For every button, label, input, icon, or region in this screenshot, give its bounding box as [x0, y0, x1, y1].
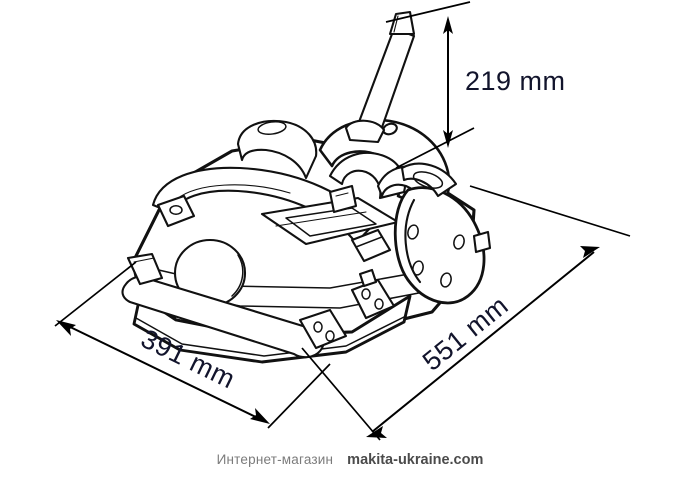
rail-foot-left-line: [133, 257, 155, 263]
ext-line-391-right: [267, 363, 331, 429]
belt-cover-lip-hole: [412, 171, 444, 189]
watermark: Интернет-магазин makita-ukraine.com: [0, 451, 700, 469]
dimension-height-219: 219 mm: [385, 1, 566, 169]
stub-post: [358, 268, 378, 288]
base-shoe-front-edge: [135, 315, 407, 357]
depth-lever-arm: [354, 30, 416, 135]
rear-foot-bolt-1: [361, 288, 371, 300]
arrow-head-219-bottom: [443, 130, 453, 148]
watermark-shop-label: Интернет-магазин: [216, 452, 334, 467]
depth-lever-knob: [388, 10, 416, 36]
belt-cover-inner-edge: [404, 198, 422, 284]
product-illustration: [121, 10, 492, 364]
drum-bracket: [328, 184, 358, 214]
rear-barrel: [236, 120, 318, 180]
ext-line-391-left: [54, 261, 137, 327]
ext-line-219-bottom: [395, 127, 475, 169]
handle-mount-right-line: [355, 236, 383, 248]
depth-lever-base: [344, 119, 386, 144]
belt-cover-screw-4: [440, 272, 452, 288]
ext-line-551-bottom: [301, 347, 381, 441]
rail-foot-right-bolt-1: [313, 321, 323, 333]
belt-cover-screw-2: [412, 260, 424, 276]
dimension-label-219: 219 mm: [465, 66, 566, 96]
arrow-head-391-left: [56, 320, 76, 336]
rear-foot-bolt-2: [374, 298, 384, 310]
arrow-head-551-top: [580, 246, 600, 258]
ext-line-551-right: [469, 185, 631, 237]
rail-foot-right-bolt-2: [325, 330, 335, 342]
ext-line-219-top: [385, 1, 471, 23]
top-plate-rib: [275, 211, 367, 227]
dim-line-391: [63, 323, 263, 421]
pulley-cap-shadow: [231, 254, 244, 297]
front-handle-inner-line: [176, 184, 291, 200]
arrow-head-219-top: [443, 16, 453, 34]
belt-cover-screw-3: [453, 234, 465, 250]
top-plate-slot: [285, 207, 377, 237]
belt-cover-screw-1: [407, 224, 419, 240]
dim-line-551: [371, 251, 595, 433]
watermark-site-label: makita-ukraine.com: [347, 452, 484, 468]
arrow-head-551-bottom: [366, 426, 387, 438]
handle-mount-left-bolt: [169, 205, 183, 215]
side-knob: [472, 230, 492, 254]
handle-mount-left: [156, 194, 196, 228]
belt-cover-top-lip: [400, 162, 458, 198]
drum-bracket-notch: [335, 192, 349, 197]
rail-foot-right: [298, 308, 348, 350]
rear-barrel-cap: [257, 120, 287, 136]
arrow-head-391-right: [250, 408, 270, 424]
